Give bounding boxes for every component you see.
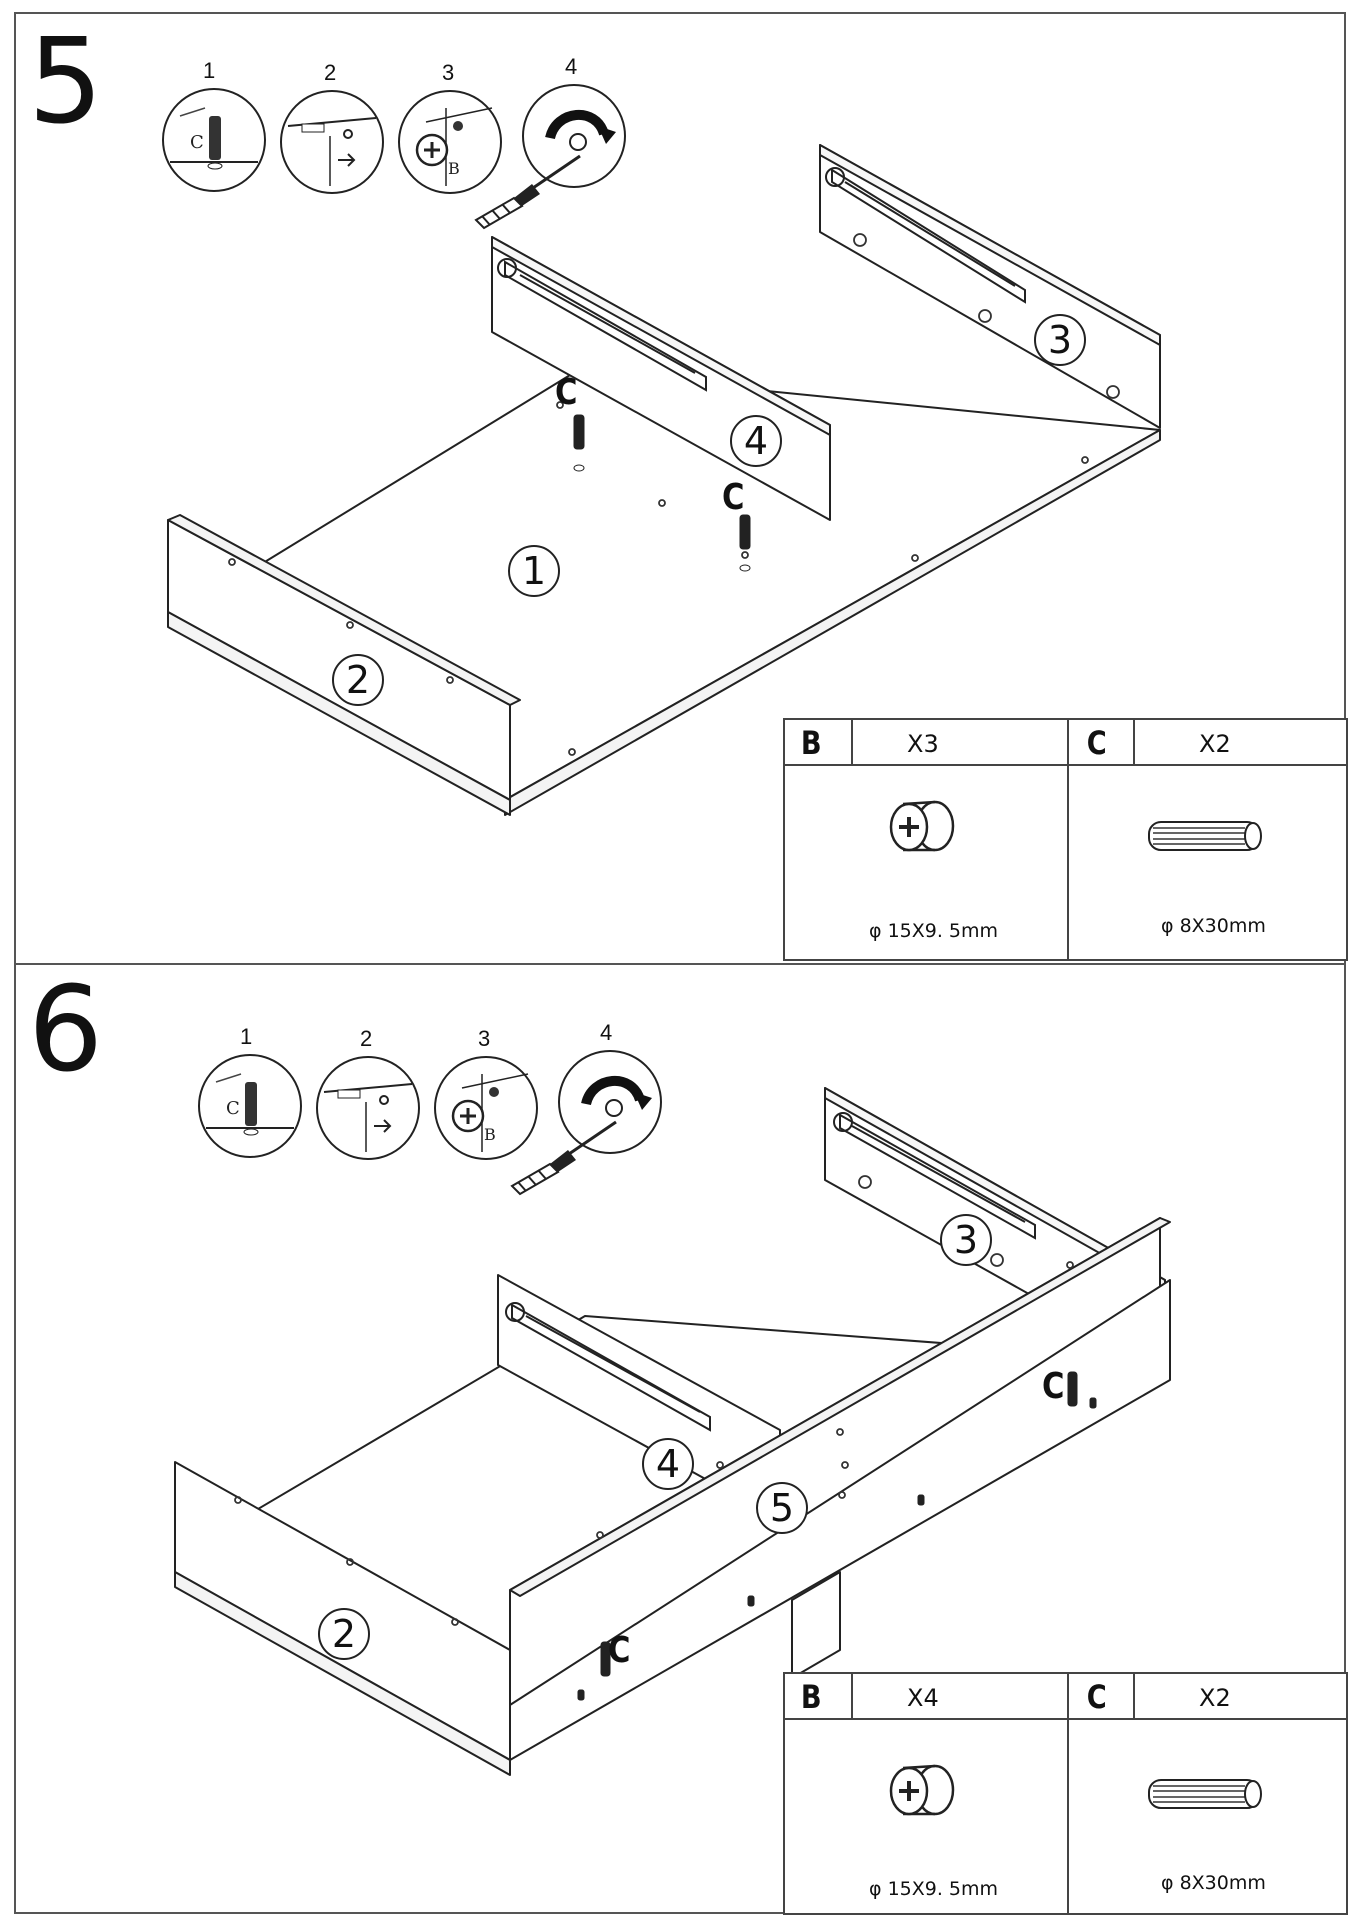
hardware-table: B X3 C X2 φ 15X9. 5mm φ 8X30mm <box>783 718 1348 961</box>
step-6: 6 1 2 3 4 C B 2 3 4 5 <box>0 960 1353 1920</box>
cam-lock-icon <box>889 800 955 852</box>
hardware-c-qty: X2 <box>1199 730 1231 758</box>
hardware-c-qty: X2 <box>1199 1684 1231 1712</box>
panel-label-3: 3 <box>1034 314 1086 366</box>
svg-text:C: C <box>226 1098 240 1119</box>
place-cam-lock-callout-icon: B <box>434 1056 538 1160</box>
step-5-assembly-drawing <box>167 144 1161 816</box>
hardware-b-spec: φ 15X9. 5mm <box>869 1878 999 1900</box>
screwdriver-icon <box>474 154 581 230</box>
panel-label-3: 3 <box>940 1214 992 1266</box>
hardware-b-qty: X4 <box>907 1684 939 1712</box>
hardware-b-spec: φ 15X9. 5mm <box>869 920 999 942</box>
hardware-b-letter: B <box>800 724 822 762</box>
cam-lock-icon <box>889 1764 955 1816</box>
panel-label-4: 4 <box>730 415 782 467</box>
insert-cam-callout-icon <box>316 1056 420 1160</box>
hardware-table: B X4 C X2 φ 15X9. 5mm φ 8X30mm <box>783 1672 1348 1915</box>
wood-dowel-icon <box>1148 821 1262 851</box>
step-6-assembly-drawing <box>174 1087 1171 1776</box>
panel-label-2: 2 <box>318 1608 370 1660</box>
sub-step-4-label: 4 <box>565 54 578 79</box>
hardware-c-spec: φ 8X30mm <box>1161 915 1266 937</box>
dowel-marker-c: C <box>1041 1366 1065 1407</box>
panel-label-5: 5 <box>756 1482 808 1534</box>
sub-step-3-label: 3 <box>442 60 455 85</box>
sub-step-3-label: 3 <box>478 1026 491 1051</box>
sub-step-2-label: 2 <box>360 1026 373 1051</box>
hardware-b-qty: X3 <box>907 730 939 758</box>
tighten-cam-callout-icon <box>558 1050 662 1154</box>
step-number: 5 <box>28 12 104 150</box>
dowel-marker-c: C <box>721 477 745 518</box>
panel-label-2: 2 <box>332 654 384 706</box>
hardware-c-spec: φ 8X30mm <box>1161 1872 1266 1894</box>
dowel-marker-c: C <box>554 372 578 413</box>
panel-label-1: 1 <box>508 545 560 597</box>
screwdriver-icon <box>510 1120 617 1196</box>
insert-dowel-callout-icon: C <box>162 88 266 192</box>
place-cam-lock-callout-icon: B <box>398 90 502 194</box>
sub-step-2-label: 2 <box>324 60 337 85</box>
hardware-c-letter: C <box>1086 724 1107 762</box>
dowel-marker-c: C <box>607 1630 631 1671</box>
svg-text:B: B <box>448 159 460 178</box>
svg-text:C: C <box>190 132 204 153</box>
step-number: 6 <box>28 960 104 1098</box>
insert-cam-callout-icon <box>280 90 384 194</box>
sub-step-1-label: 1 <box>203 58 216 83</box>
hardware-c-letter: C <box>1086 1678 1107 1716</box>
step-5: 5 1 2 3 4 C B 1 2 3 <box>28 12 1348 961</box>
step-divider <box>14 963 1346 965</box>
insert-dowel-callout-icon: C <box>198 1054 302 1158</box>
sub-step-4-label: 4 <box>600 1020 613 1045</box>
wood-dowel-icon <box>1148 1779 1262 1809</box>
hardware-b-letter: B <box>800 1678 822 1716</box>
svg-text:B: B <box>484 1125 496 1144</box>
sub-step-1-label: 1 <box>240 1024 253 1049</box>
tighten-cam-callout-icon <box>522 84 626 188</box>
panel-label-4: 4 <box>642 1438 694 1490</box>
